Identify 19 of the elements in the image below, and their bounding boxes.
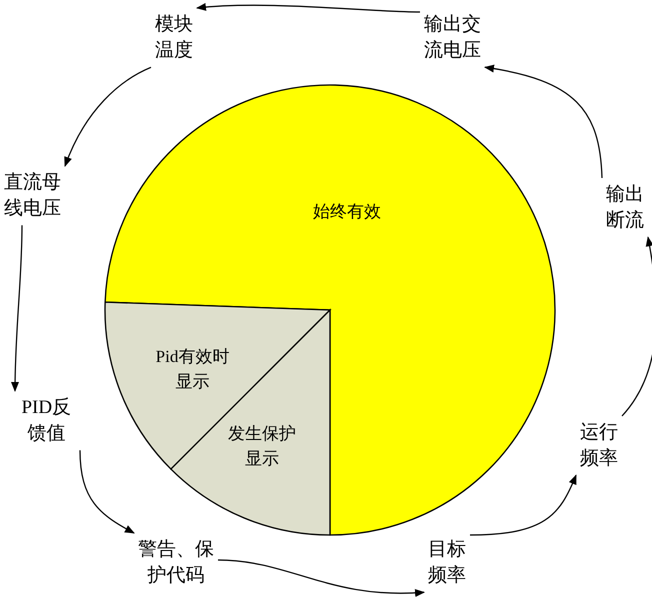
parameter-label: PID反馈值 — [14, 395, 79, 446]
slice-label: Pid有效时显示 — [154, 346, 230, 393]
curved-arrow — [622, 236, 652, 416]
parameter-label: 输出断流 — [606, 182, 644, 234]
parameter-label: 目标频率 — [428, 537, 466, 588]
slice-label: 始终有效 — [313, 201, 381, 223]
parameter-label: 模块温度 — [155, 12, 193, 64]
curved-arrow — [64, 66, 152, 167]
curved-arrow — [218, 559, 425, 597]
parameter-label: 直流母线电压 — [4, 170, 61, 222]
parameter-label: 警告、保护代码 — [138, 537, 214, 588]
parameter-label: 输出交流电压 — [424, 12, 481, 64]
slice-label: 发生保护显示 — [228, 423, 296, 470]
curved-arrow — [196, 3, 420, 13]
curved-arrow — [470, 474, 577, 536]
curved-arrow — [11, 225, 23, 392]
parameter-label: 运行频率 — [580, 420, 618, 472]
curved-arrow — [79, 450, 135, 534]
curved-arrow — [484, 64, 603, 178]
